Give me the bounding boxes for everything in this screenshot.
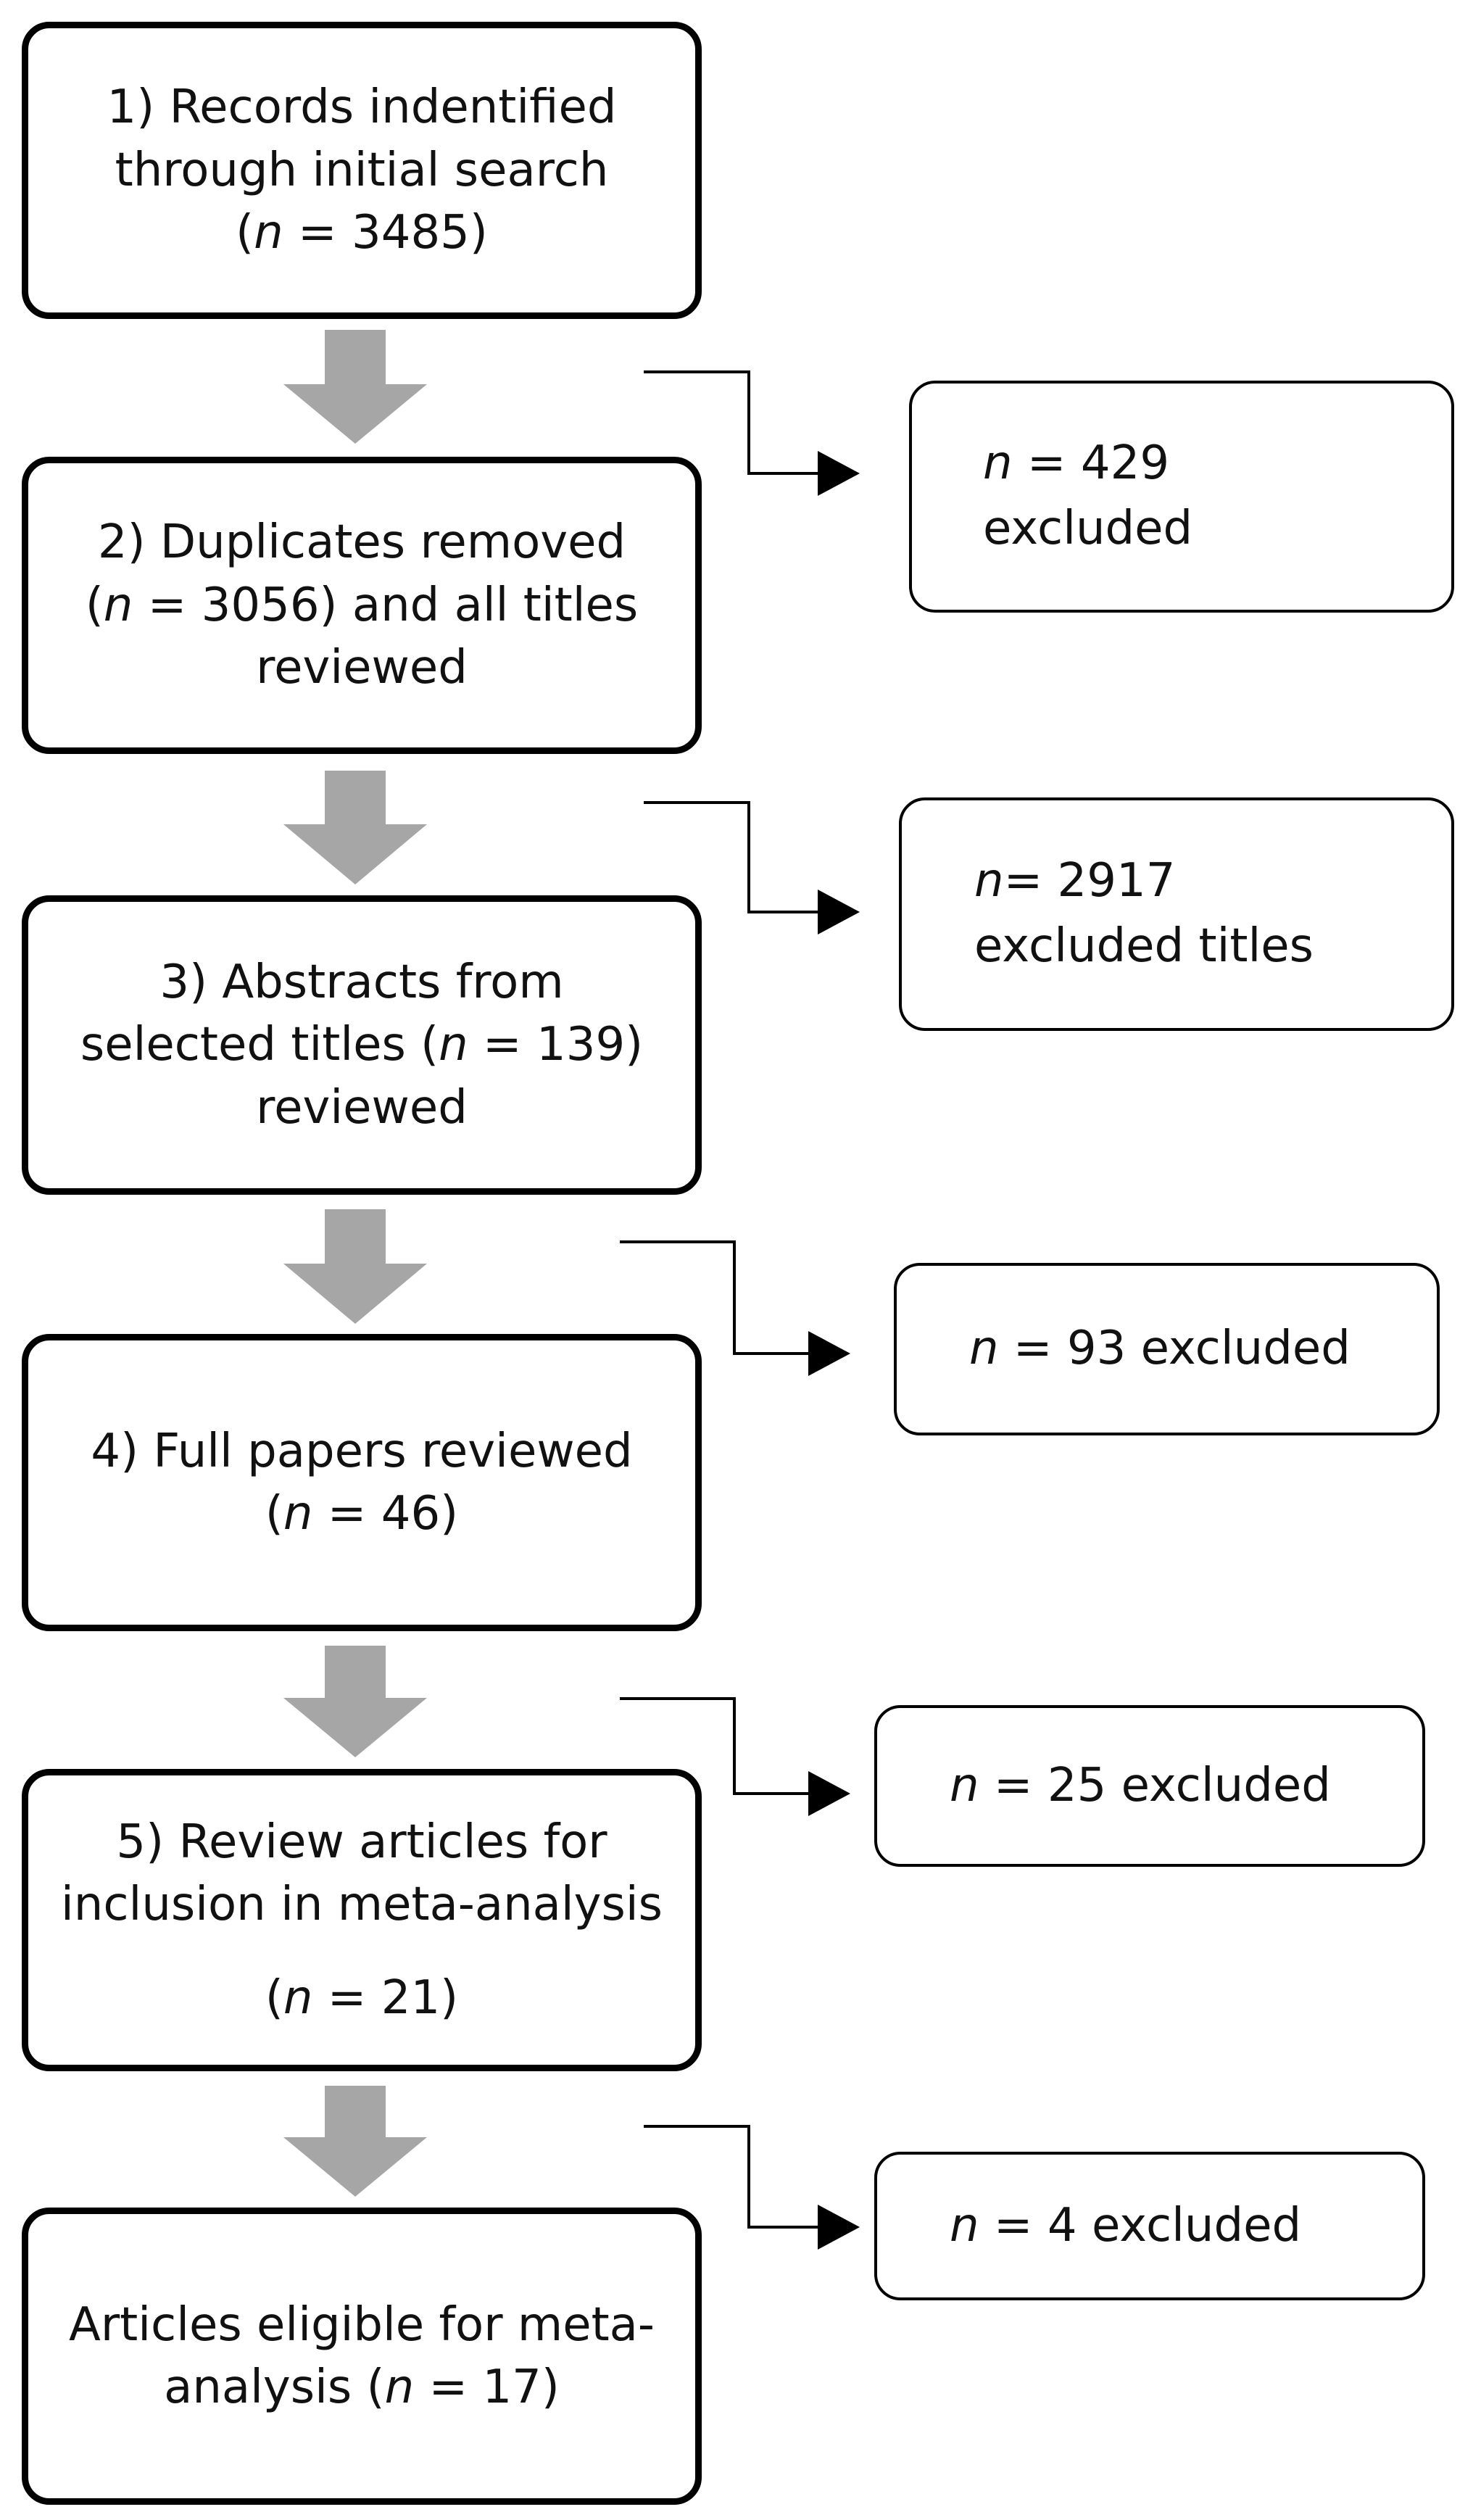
step-6-box: Articles eligible for meta- analysis (n … <box>22 2208 702 2505</box>
exclusion-2-line-2: excluded titles <box>974 919 1314 973</box>
step-4-line-1: 4) Full papers reviewed <box>91 1424 633 1478</box>
connector-5 <box>644 2125 860 2250</box>
down-arrow-5 <box>283 2086 427 2197</box>
step-2-line-1: 2) Duplicates removed <box>97 515 626 570</box>
step-2-line-2: (n = 3056) and all titles <box>85 578 639 632</box>
step-5-line-2: inclusion in meta-analysis <box>61 1878 663 1932</box>
exclusion-1-line-2: excluded <box>983 502 1193 555</box>
n-label: n <box>254 206 283 260</box>
exclusion-4-box: n = 25 excluded <box>874 1705 1425 1867</box>
exclusion-2-box: n= 2917 excluded titles <box>899 797 1454 1031</box>
n-label: n <box>439 1018 468 1072</box>
step-2-box: 2) Duplicates removed (n = 3056) and all… <box>22 457 702 754</box>
step-6-line-1: Articles eligible for meta- <box>69 2297 655 2352</box>
step-1-line-1: 1) Records indentified <box>107 80 617 135</box>
down-arrow-3 <box>283 1209 427 1324</box>
connector-1 <box>644 370 860 496</box>
connector-4 <box>620 1697 850 1816</box>
step-5-line-1: 5) Review articles for <box>116 1815 607 1869</box>
n-label: n <box>283 1487 313 1541</box>
step-1-line-3: (n = 3485) <box>236 206 488 260</box>
exclusion-1-box: n = 429 excluded <box>909 381 1454 613</box>
n-label: n <box>950 2198 979 2252</box>
step-4-line-2: (n = 46) <box>265 1487 459 1541</box>
connector-3 <box>620 1240 850 1376</box>
step-1-line-2: through initial search <box>115 143 609 197</box>
exclusion-4-line-1: n = 25 excluded <box>950 1758 1331 1812</box>
n-label: n <box>983 436 1013 491</box>
step-3-line-2: selected titles (n = 139) <box>80 1018 644 1072</box>
step-5-line-3: (n = 21) <box>265 1970 459 2025</box>
step-3-line-1: 3) Abstracts from <box>159 955 564 1009</box>
down-arrow-4 <box>283 1646 427 1757</box>
step-3-box: 3) Abstracts from selected titles (n = 1… <box>22 895 702 1195</box>
n-label: n <box>283 1970 313 2025</box>
down-arrow-2 <box>283 771 427 884</box>
step-1-box: 1) Records indentified through initial s… <box>22 22 702 319</box>
connector-2 <box>644 801 860 934</box>
step-2-line-3: reviewed <box>256 641 468 695</box>
n-label: n <box>950 1758 979 1812</box>
step-5-box: 5) Review articles for inclusion in meta… <box>22 1769 702 2071</box>
step-4-box: 4) Full papers reviewed (n = 46) <box>22 1334 702 1631</box>
exclusion-2-line-1: n= 2917 <box>974 854 1176 908</box>
down-arrow-1 <box>283 330 427 444</box>
n-label: n <box>974 854 1004 908</box>
exclusion-1-line-1: n = 429 <box>983 436 1170 491</box>
n-label: n <box>103 578 133 632</box>
exclusion-3-box: n = 93 excluded <box>894 1263 1440 1435</box>
n-label: n <box>969 1322 999 1376</box>
exclusion-5-line-1: n = 4 excluded <box>950 2198 1302 2252</box>
exclusion-5-box: n = 4 excluded <box>874 2152 1425 2300</box>
step-3-line-3: reviewed <box>256 1080 468 1135</box>
step-6-line-2: analysis (n = 17) <box>164 2361 560 2414</box>
exclusion-3-line-1: n = 93 excluded <box>969 1322 1351 1376</box>
n-label: n <box>384 2361 415 2414</box>
